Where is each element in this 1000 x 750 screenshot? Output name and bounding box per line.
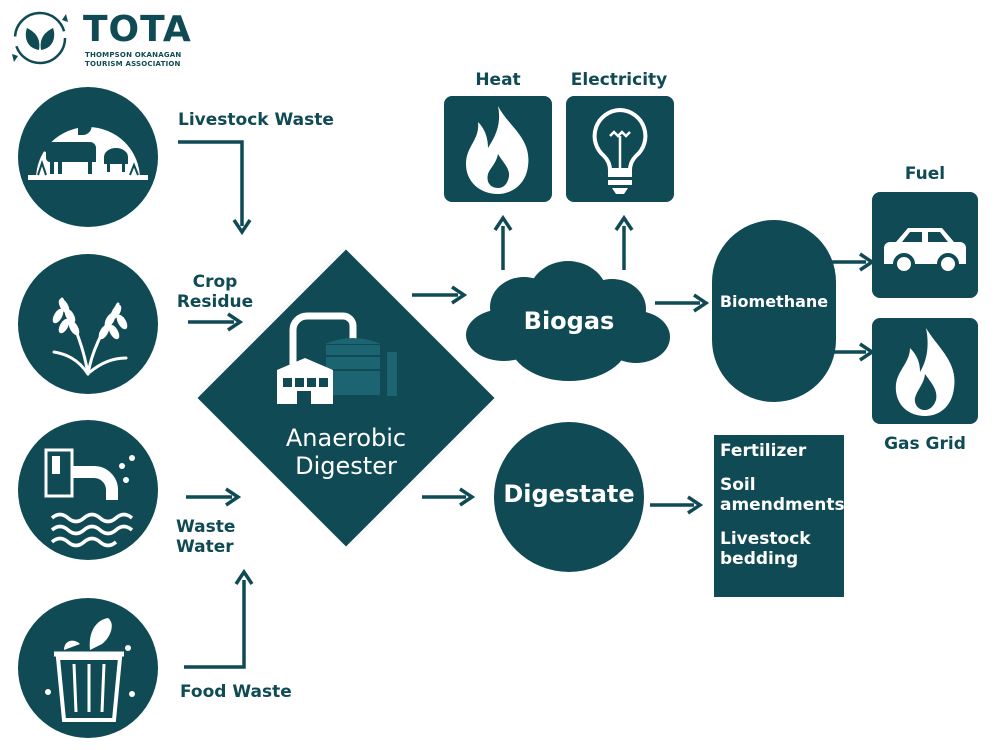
digester-label: Anaerobic Digester — [285, 424, 407, 480]
crop-residue-label: Crop Residue — [176, 272, 254, 312]
digestate-circle — [494, 422, 644, 572]
livestock-waste-label: Livestock Waste — [178, 110, 334, 130]
heat-label: Heat — [475, 70, 521, 90]
heat-box — [444, 96, 552, 202]
food-waste-bin-icon — [45, 618, 135, 722]
use-livestock-bedding: Livestock bedding — [720, 529, 811, 569]
logo-subtitle-1: THOMPSON OKANAGAN — [85, 51, 182, 59]
livestock-waste-circle — [18, 87, 158, 227]
electricity-box — [566, 96, 674, 202]
crop-residue-circle — [18, 254, 158, 394]
digestate-uses-panel: Fertilizer Soil amendments Livestock bed… — [714, 435, 845, 597]
fuel-box — [872, 192, 978, 298]
logo: TOTA THOMPSON OKANAGAN TOURISM ASSOCIATI… — [10, 8, 192, 70]
gas-grid-label: Gas Grid — [884, 434, 966, 454]
food-arrow — [184, 580, 246, 669]
car-icon — [884, 228, 966, 275]
livestock-arrow — [178, 140, 244, 226]
use-soil-amendments: Soil amendments — [720, 475, 845, 515]
biomethane-label: Biomethane — [719, 292, 829, 311]
use-fertilizer: Fertilizer — [720, 441, 807, 461]
electricity-label: Electricity — [570, 70, 668, 90]
gas-flame-icon — [895, 328, 955, 416]
light-bulb-icon — [592, 107, 648, 194]
waste-water-label: Waste Water — [176, 517, 236, 557]
biogas-label: Biogas — [523, 307, 615, 335]
logo-subtitle-2: TOURISM ASSOCIATION — [85, 60, 181, 68]
logo-wordmark: TOTA — [83, 9, 192, 50]
gas-grid-box — [872, 318, 978, 424]
food-waste-circle — [18, 598, 158, 738]
leaf-cycle-icon — [12, 11, 68, 65]
fuel-label: Fuel — [904, 164, 946, 184]
waste-water-circle — [18, 420, 158, 560]
waste-water-icon — [44, 448, 135, 548]
livestock-icon — [28, 117, 148, 180]
digestate-label: Digestate — [503, 480, 635, 508]
flame-icon — [466, 106, 529, 194]
digester-plant-icon — [277, 312, 397, 404]
wheat-icon — [52, 297, 128, 376]
biomethane-capsule — [712, 220, 836, 402]
food-waste-label: Food Waste — [180, 682, 292, 702]
biogas-cloud — [466, 261, 670, 381]
